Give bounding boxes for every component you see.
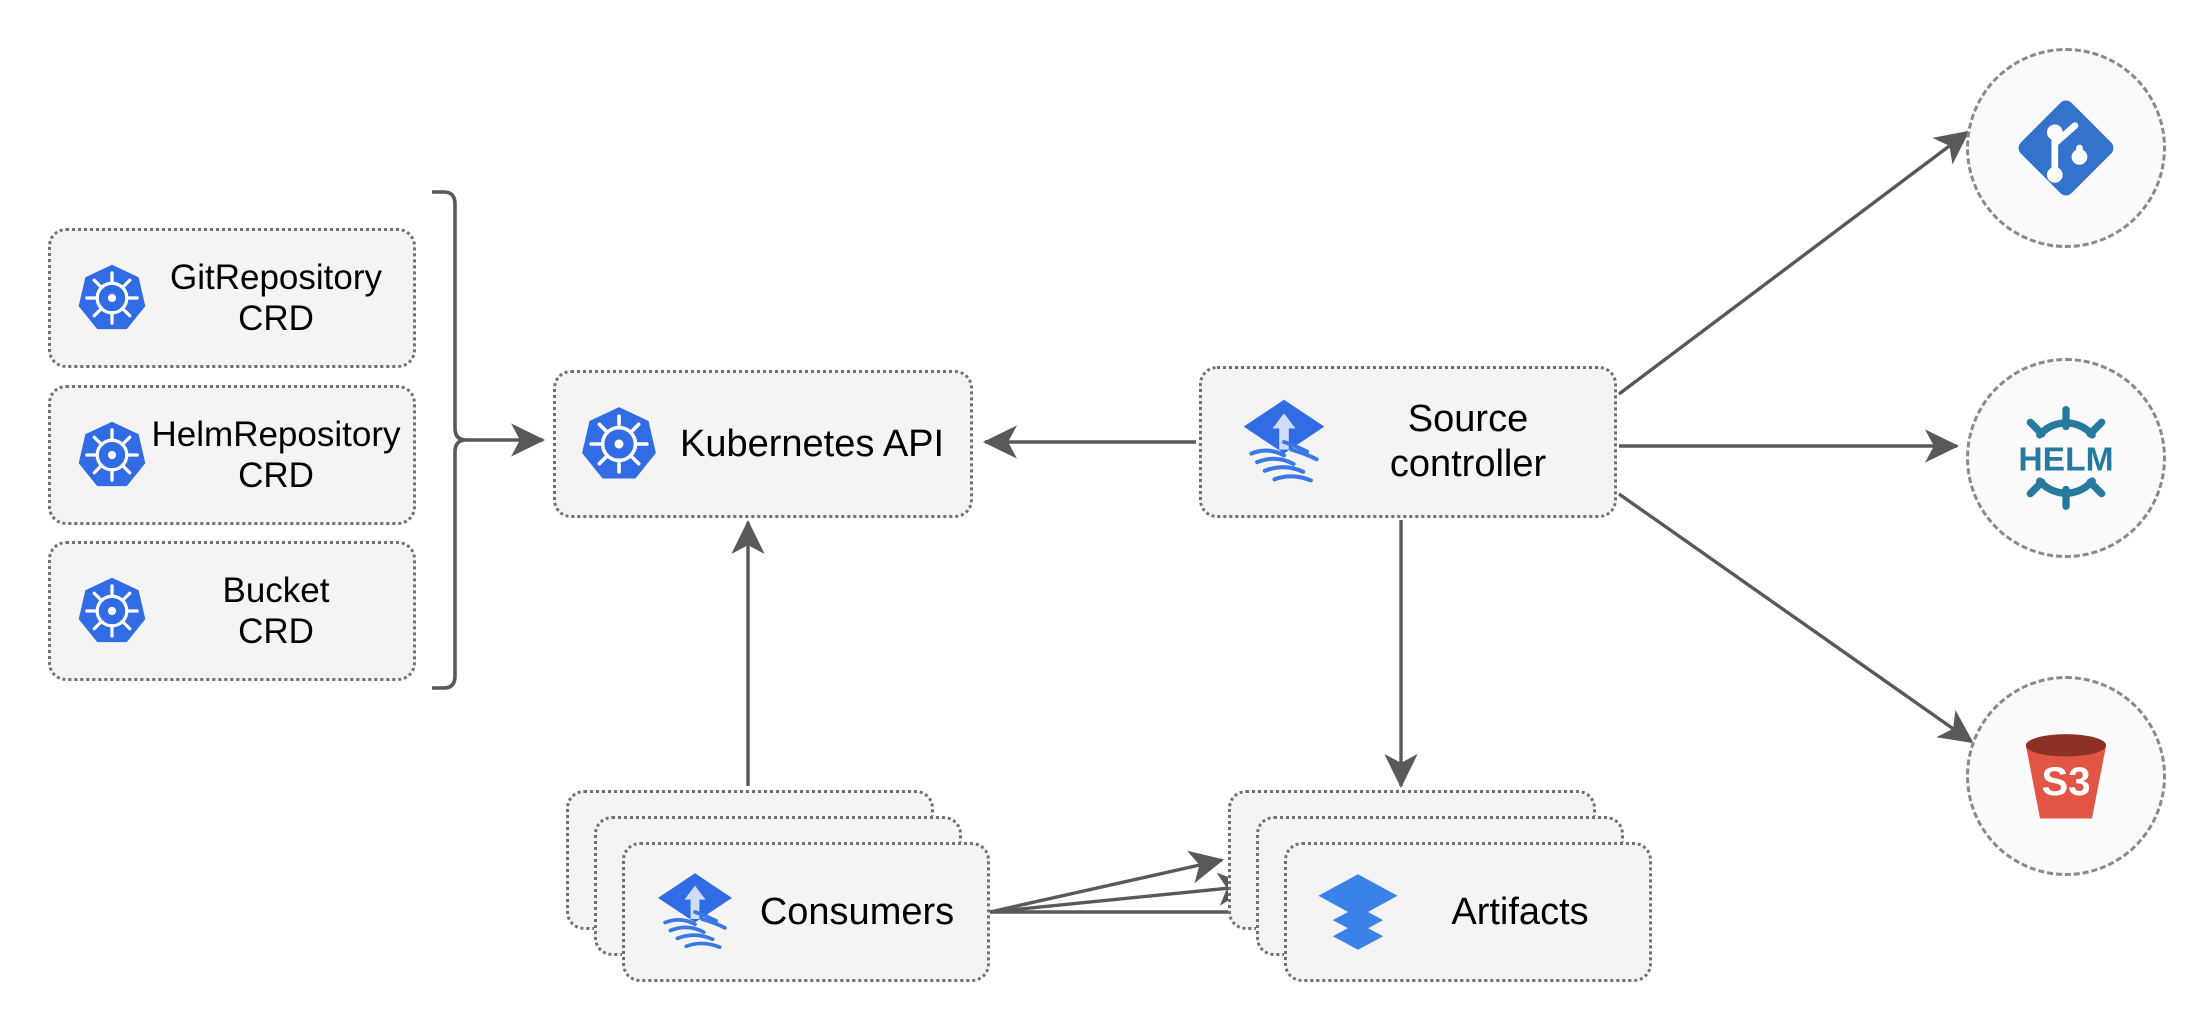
kubernetes-icon <box>75 574 149 648</box>
node-source-controller[interactable]: Source controller <box>1199 366 1617 518</box>
edge-source-controller-to-s3 <box>1618 492 1974 744</box>
crd-card-bucket[interactable]: Bucket CRD <box>48 541 416 681</box>
external-source-git[interactable] <box>1966 48 2166 248</box>
consumers-card-front[interactable]: Consumers <box>622 842 990 982</box>
crd-card-helmrepository[interactable]: HelmRepository CRD <box>48 385 416 525</box>
edge-consumers-to-artifacts-2 <box>989 872 1253 914</box>
node-label: Artifacts <box>1451 890 1589 933</box>
edge-source-controller-to-git <box>1617 130 1970 396</box>
s3-label: S3 <box>2041 759 2090 804</box>
layers-icon <box>1313 867 1403 957</box>
kubernetes-icon <box>578 403 660 485</box>
s3-bucket-icon: S3 <box>2025 734 2107 819</box>
node-label: Kubernetes API <box>680 422 945 465</box>
external-source-helm[interactable]: HELM <box>1966 358 2166 558</box>
external-source-s3[interactable]: S3 <box>1966 676 2166 876</box>
node-label: Source controller <box>1389 398 1547 485</box>
crd-label: HelmRepository CRD <box>151 414 401 495</box>
artifacts-card-front[interactable]: Artifacts <box>1284 842 1652 982</box>
crd-label: GitRepository CRD <box>169 257 383 338</box>
node-kubernetes-api[interactable]: Kubernetes API <box>553 370 973 518</box>
kubernetes-icon <box>75 261 149 335</box>
crd-card-gitrepository[interactable]: GitRepository CRD <box>48 228 416 368</box>
git-icon <box>2018 100 2114 196</box>
helm-icon: HELM <box>2018 406 2114 510</box>
edge-consumers-to-artifacts-1 <box>989 850 1224 914</box>
flux-icon <box>651 868 739 956</box>
kubernetes-icon <box>75 418 149 492</box>
crd-label: Bucket CRD <box>222 570 330 651</box>
helm-label: HELM <box>2018 442 2113 479</box>
flux-icon <box>1236 394 1332 490</box>
crd-brace <box>432 190 467 690</box>
node-label: Consumers <box>759 890 955 933</box>
